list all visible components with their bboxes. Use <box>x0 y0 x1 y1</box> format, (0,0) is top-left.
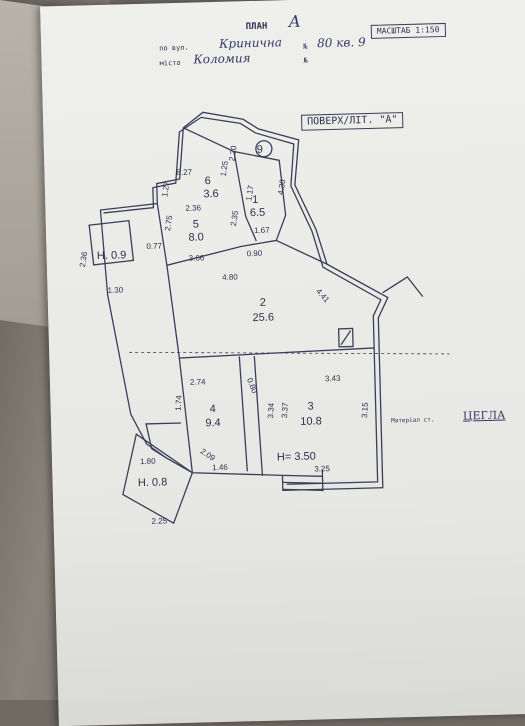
dimension: 2.35 <box>229 210 240 227</box>
balcony-bottom <box>122 433 194 525</box>
room-1-area: 6.5 <box>250 207 266 219</box>
dimension: 2.36 <box>78 250 89 267</box>
dimension: 3.34 <box>266 402 276 419</box>
room-3-area: 10.8 <box>300 415 322 428</box>
dimension: 1.25 <box>219 160 230 177</box>
dimension: 1.80 <box>140 457 156 466</box>
dimension: 0.90 <box>247 249 263 258</box>
dimension: 3.15 <box>360 402 370 419</box>
dimension: 2.36 <box>185 203 201 212</box>
room-1-id: 1 <box>252 194 258 206</box>
dimension: 2.25 <box>151 516 167 525</box>
dimension: 2.75 <box>163 214 174 231</box>
dimension: 1.30 <box>107 285 123 294</box>
balcony-bottom-label: Н. 0.8 <box>138 476 168 489</box>
dimension: 0.77 <box>146 241 162 250</box>
room-6-id: 6 <box>204 175 210 187</box>
dimension: 3.37 <box>280 402 290 419</box>
dimension: 8.27 <box>176 168 192 177</box>
dimension: 1.17 <box>244 184 255 201</box>
dimension: 1.27 <box>160 180 171 197</box>
apartment-number: 9 <box>257 144 263 156</box>
apartment-circle <box>255 140 273 158</box>
balcony-top-label: Н. 0.9 <box>97 249 127 262</box>
height-label: H= 3.50 <box>277 450 316 463</box>
room-5-id: 5 <box>193 218 199 230</box>
room-2-area: 25.6 <box>252 312 274 325</box>
dimension: 2.09 <box>199 447 217 463</box>
dimension: 4.30 <box>276 178 287 195</box>
wall-room2-bottom <box>166 265 375 359</box>
dimension: 2.20 <box>227 145 238 162</box>
dimension: 4.41 <box>314 287 331 305</box>
dimension: 3.43 <box>325 374 341 383</box>
dimension: 4.80 <box>222 272 238 281</box>
room-2-id: 2 <box>260 297 266 309</box>
room-5-area: 8.0 <box>188 231 204 243</box>
room-3-id: 3 <box>307 401 313 413</box>
dimension: 3.66 <box>189 253 205 262</box>
dimension: 1.46 <box>212 463 228 472</box>
dimension: 2.74 <box>190 377 206 386</box>
floor-plan-drawing: 9 6 3.6 1 6.5 5 8.0 2 25.6 4 9.4 3 10.8 … <box>78 111 450 526</box>
floor-plan-sheet: ПЛАН А по вул. Кринична № 80 кв. 9 місто… <box>40 0 525 726</box>
room-4-id: 4 <box>209 403 215 415</box>
dimension: 1.74 <box>174 394 184 411</box>
balcony-top <box>88 219 135 266</box>
room-6-area: 3.6 <box>203 188 219 200</box>
wall-room2-top <box>156 203 328 267</box>
dimension: 3.25 <box>314 464 330 473</box>
dimension: 1.67 <box>254 226 270 235</box>
room-4-area: 9.4 <box>205 417 221 429</box>
